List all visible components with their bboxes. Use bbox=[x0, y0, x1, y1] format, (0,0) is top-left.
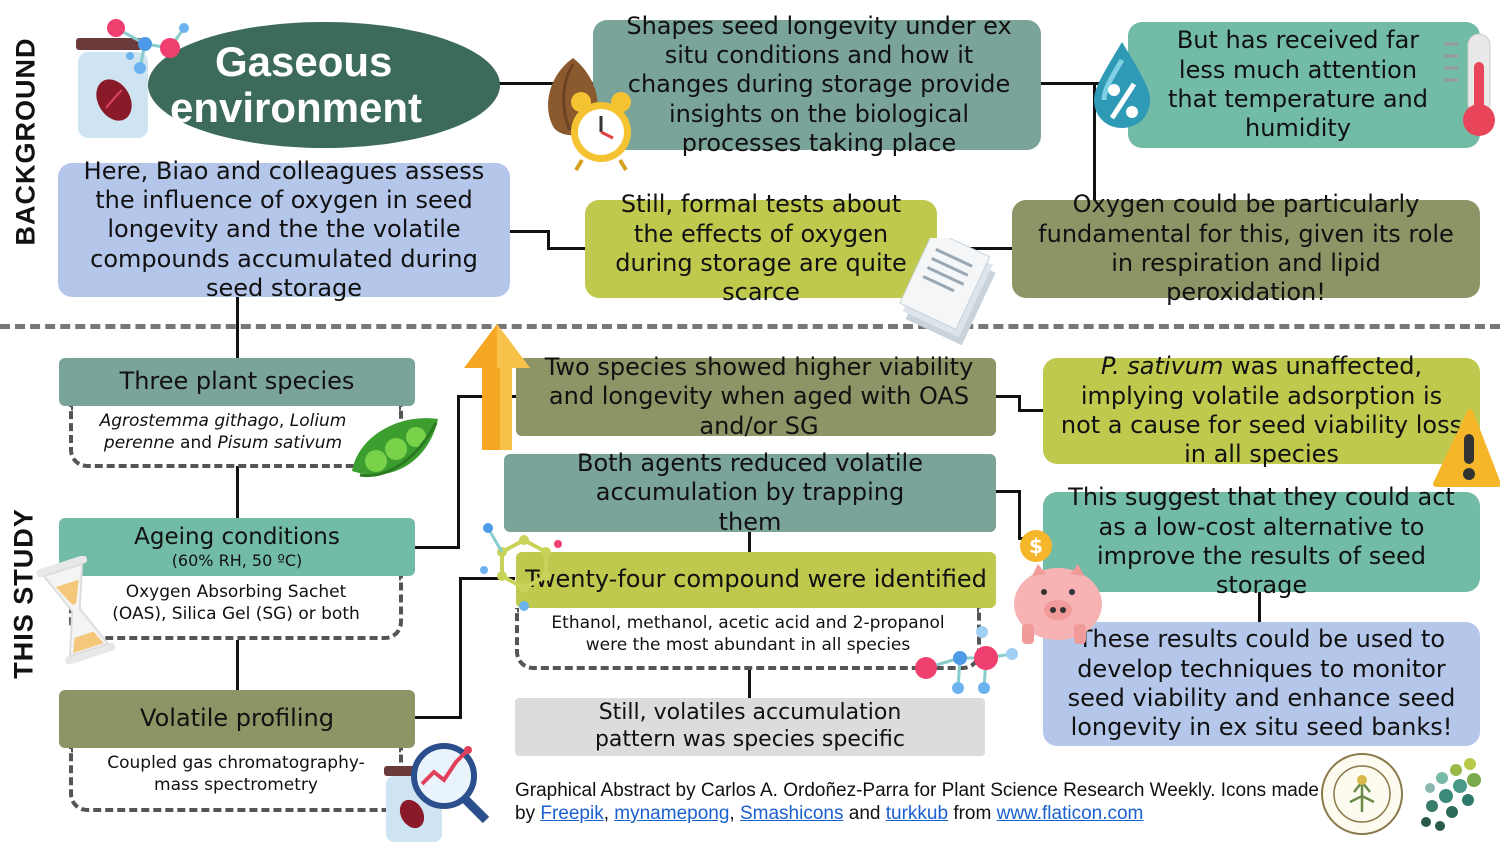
link-mynamepong[interactable]: mynamepong bbox=[614, 803, 730, 824]
svg-text:$: $ bbox=[1029, 534, 1043, 558]
connector bbox=[748, 532, 751, 552]
title-blob bbox=[148, 22, 500, 148]
connector bbox=[995, 490, 1020, 493]
connector bbox=[236, 640, 239, 692]
three-species-box: Three plant species bbox=[59, 358, 415, 406]
volatile-profiling-box: Volatile profiling bbox=[59, 690, 415, 748]
connector bbox=[1258, 592, 1261, 622]
dots-logo-icon bbox=[1421, 758, 1481, 831]
connector bbox=[547, 230, 550, 250]
still-tests-box: Still, formal tests about the effects of… bbox=[585, 190, 937, 306]
shapes-longevity-box: Shapes seed longevity under ex situ cond… bbox=[593, 12, 1041, 157]
connector bbox=[415, 716, 462, 719]
connector bbox=[995, 395, 1020, 398]
both-agents-box: Both agents reduced volatile accumulatio… bbox=[504, 449, 996, 536]
warning-icon bbox=[1433, 409, 1500, 487]
species-c: Pisum sativum bbox=[217, 433, 343, 453]
here-biao-box: Here, Biao and colleagues assess the inf… bbox=[58, 157, 510, 302]
connector bbox=[508, 230, 550, 233]
connector bbox=[457, 395, 460, 549]
section-label-this-study: THIS STUDY bbox=[8, 508, 39, 679]
connector bbox=[415, 546, 460, 549]
volatile-detail: Coupled gas chromatography-mass spectrom… bbox=[69, 748, 403, 812]
section-label-background: BACKGROUND bbox=[10, 37, 41, 246]
ageing-title: Ageing conditions bbox=[134, 524, 340, 551]
hourglass-icon bbox=[36, 556, 116, 664]
connector bbox=[935, 247, 1015, 250]
species-a: Agrostemma githago bbox=[99, 410, 279, 431]
section-divider bbox=[0, 324, 1500, 329]
alarm-clock-icon bbox=[571, 92, 631, 172]
thermometer-icon bbox=[1444, 33, 1495, 136]
connector bbox=[236, 466, 239, 520]
connector bbox=[1018, 395, 1021, 412]
connector bbox=[459, 577, 462, 719]
title-line1: Gaseous bbox=[215, 38, 393, 85]
credits-line2: by Freepik, mynamepong, Smashicons and t… bbox=[515, 803, 1144, 824]
ageing-conditions-box: Ageing conditions (60% RH, 50 ºC) bbox=[59, 518, 415, 576]
p-sativum-box: P. sativum was unaffected, implying vola… bbox=[1043, 352, 1480, 468]
connector bbox=[547, 247, 587, 250]
attention-box: But has received far less much attention… bbox=[1128, 22, 1480, 148]
connector bbox=[748, 668, 751, 698]
magnifier-chart-icon bbox=[384, 743, 490, 842]
piggy-bank-icon: $ bbox=[1014, 530, 1102, 644]
twenty-four-box: Twenty-four compound were identified bbox=[516, 552, 996, 608]
p-sativum-text: was unaffected, implying volatile adsorp… bbox=[1060, 352, 1463, 469]
documents-icon bbox=[899, 238, 996, 346]
water-drop-percent-icon bbox=[1094, 42, 1150, 128]
species-b: Lolium perenne bbox=[103, 410, 347, 453]
connector bbox=[1038, 82, 1133, 85]
low-cost-box: This suggest that they could act as a lo… bbox=[1043, 483, 1480, 599]
up-arrow-icon bbox=[464, 324, 530, 450]
credits-line1: Graphical Abstract by Carlos A. Ordoñez-… bbox=[515, 780, 1319, 801]
link-freepik[interactable]: Freepik bbox=[540, 803, 604, 824]
title-line2: environment bbox=[170, 84, 423, 131]
connector bbox=[459, 577, 515, 580]
pea-pod-icon bbox=[352, 418, 438, 478]
ageing-detail: Oxygen Absorbing Sachet (OAS), Silica Ge… bbox=[69, 576, 403, 640]
link-flaticon[interactable]: www.flaticon.com bbox=[996, 803, 1144, 824]
link-turkkub[interactable]: turkkub bbox=[885, 803, 949, 824]
species-detail: Agrostemma githago, Lolium perenne and P… bbox=[69, 406, 403, 468]
ageing-sub: (60% RH, 50 ºC) bbox=[171, 551, 303, 571]
aspb-seal-icon bbox=[1321, 753, 1403, 835]
molecule-icon bbox=[915, 626, 1018, 694]
connector bbox=[236, 296, 239, 358]
p-sativum-name: P. sativum bbox=[1100, 352, 1224, 381]
results-box: These results could be used to develop t… bbox=[1043, 622, 1480, 746]
seed-jar-icon bbox=[76, 38, 148, 138]
oxygen-role-box: Oxygen could be particularly fundamental… bbox=[1012, 190, 1480, 306]
molecule-icon bbox=[480, 523, 562, 611]
link-smashicons[interactable]: Smashicons bbox=[739, 803, 844, 824]
connector bbox=[1018, 409, 1044, 412]
molecule-icon bbox=[107, 19, 189, 74]
two-species-box: Two species showed higher viability and … bbox=[516, 353, 996, 440]
connector bbox=[1018, 490, 1021, 540]
connector bbox=[1093, 82, 1096, 202]
connector bbox=[498, 82, 598, 85]
ethanol-detail: Ethanol, methanol, acetic acid and 2-pro… bbox=[515, 608, 981, 670]
still-volatiles-box: Still, volatiles accumulation pattern wa… bbox=[515, 698, 985, 756]
